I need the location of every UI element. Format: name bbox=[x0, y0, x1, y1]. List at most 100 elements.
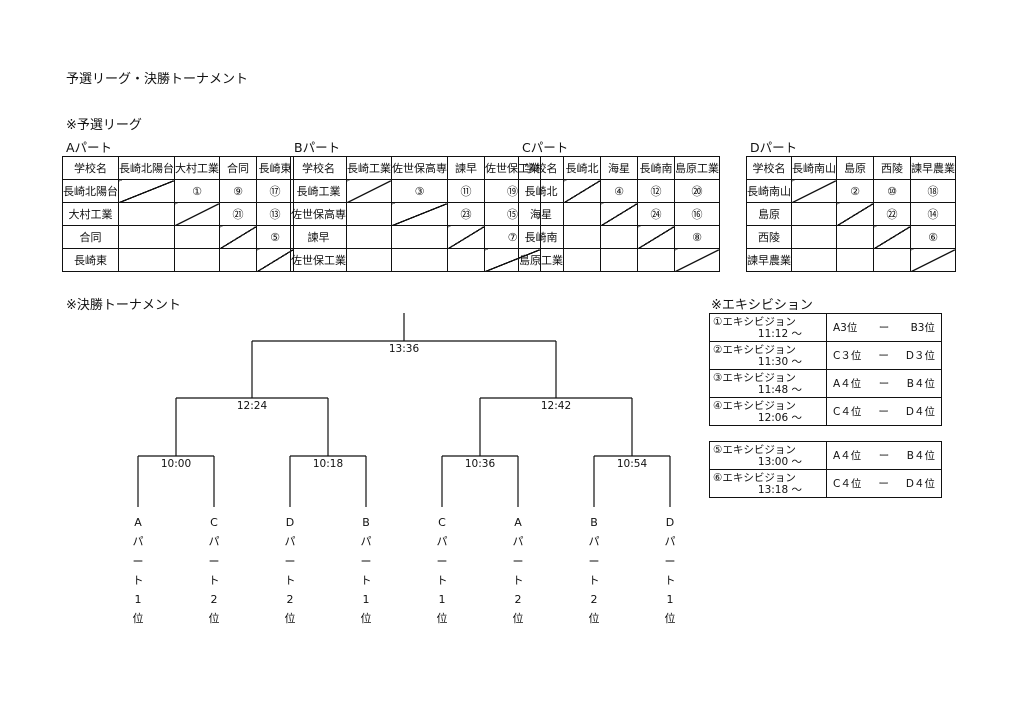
seed-char: ー bbox=[132, 554, 144, 568]
exhibition-left: C４位 bbox=[833, 478, 862, 490]
seed-char: 2 bbox=[210, 593, 218, 607]
seed-char: パ bbox=[588, 535, 600, 549]
exhibition-header: ※エキシビション bbox=[711, 298, 813, 313]
seed-char: パ bbox=[664, 535, 676, 549]
seed-char: ト bbox=[132, 573, 144, 587]
match-cell bbox=[219, 248, 257, 272]
team-row-label: 西陵 bbox=[746, 225, 792, 249]
team-header: 西陵 bbox=[873, 156, 911, 180]
seed-char: 位 bbox=[360, 612, 372, 626]
seed-char: ー bbox=[436, 554, 448, 568]
match-cell: ⑤ bbox=[256, 225, 294, 249]
seed-char: ト bbox=[512, 573, 524, 587]
page-title: 予選リーグ・決勝トーナメント bbox=[66, 72, 249, 87]
diagonal-cell bbox=[256, 248, 294, 272]
seed-char: パ bbox=[436, 535, 448, 549]
part-b-label: Bパート bbox=[294, 140, 341, 155]
exhibition-dash: ー bbox=[878, 378, 890, 390]
seed-char: ー bbox=[360, 554, 372, 568]
seed-char: ト bbox=[436, 573, 448, 587]
seed-char: 位 bbox=[208, 612, 220, 626]
seed-char: ト bbox=[664, 573, 676, 587]
part-d-label: Dパート bbox=[750, 140, 798, 155]
seed-char: ー bbox=[284, 554, 296, 568]
seed-char: B bbox=[590, 516, 598, 529]
exhibition-right: B４位 bbox=[906, 450, 935, 462]
prelim-league-header: ※予選リーグ bbox=[66, 118, 142, 133]
team-row-label: 長崎東 bbox=[62, 248, 119, 272]
team-header: 島原工業 bbox=[674, 156, 720, 180]
team-header: 島原 bbox=[836, 156, 874, 180]
match-cell bbox=[174, 248, 220, 272]
exhibition-left: A４位 bbox=[833, 378, 862, 390]
match-cell bbox=[346, 248, 392, 272]
exhibition-dash: ー bbox=[878, 478, 889, 490]
exhibition-dash: ー bbox=[878, 350, 889, 362]
exhibition-name: ⑥エキシビジョン bbox=[713, 471, 796, 484]
seed-char: パ bbox=[208, 535, 220, 549]
seed-char: 位 bbox=[664, 612, 676, 626]
exhibition-time: 13:18 ～ bbox=[757, 483, 802, 496]
semi-time-2: 12:42 bbox=[540, 400, 572, 412]
round1-time-4: 10:54 bbox=[616, 458, 648, 470]
match-cell: ④ bbox=[600, 179, 638, 203]
seed-char: 位 bbox=[284, 612, 296, 626]
match-cell: ② bbox=[836, 179, 874, 203]
exhibition-dash: ー bbox=[878, 322, 890, 334]
exhibition-name: ①エキシビジョン bbox=[713, 315, 796, 328]
round1-time-3: 10:36 bbox=[464, 458, 496, 470]
match-cell: ⑰ bbox=[256, 179, 294, 203]
seed-char: 1 bbox=[666, 593, 674, 607]
exhibition-match-cell: C３位 ー D３位 bbox=[826, 341, 942, 370]
match-cell bbox=[391, 225, 448, 249]
seed-char: 位 bbox=[132, 612, 144, 626]
part-a-label: Aパート bbox=[66, 140, 113, 155]
match-cell bbox=[791, 202, 837, 226]
seed-char: パ bbox=[132, 535, 144, 549]
seed-char: パ bbox=[360, 535, 372, 549]
final-tournament-header: ※決勝トーナメント bbox=[66, 298, 181, 313]
exhibition-right: D４位 bbox=[905, 478, 935, 490]
exhibition-right: B４位 bbox=[906, 378, 935, 390]
seed-char: 2 bbox=[514, 593, 522, 607]
match-cell bbox=[791, 225, 837, 249]
exhibition-time: 11:48 ～ bbox=[757, 383, 802, 396]
exhibition-dash: ー bbox=[878, 450, 890, 462]
seed-char: ー bbox=[512, 554, 524, 568]
match-cell bbox=[447, 248, 485, 272]
corner-label: 学校名 bbox=[746, 156, 792, 180]
exhibition-right: D３位 bbox=[905, 350, 935, 362]
corner-label: 学校名 bbox=[518, 156, 564, 180]
exhibition-left: A3位 bbox=[833, 322, 858, 334]
exhibition-left: C３位 bbox=[833, 350, 862, 362]
seed-char: ー bbox=[208, 554, 220, 568]
seed-char: ト bbox=[360, 573, 372, 587]
match-cell bbox=[637, 248, 675, 272]
seed-char: D bbox=[285, 516, 295, 529]
corner-label: 学校名 bbox=[290, 156, 347, 180]
match-cell bbox=[791, 248, 837, 272]
seed-char: C bbox=[438, 516, 446, 529]
exhibition-dash: ー bbox=[878, 406, 889, 418]
exhibition-name: ④エキシビジョン bbox=[713, 399, 796, 412]
team-header: 長崎南 bbox=[637, 156, 675, 180]
seed-char: ー bbox=[588, 554, 600, 568]
corner-label: 学校名 bbox=[62, 156, 119, 180]
